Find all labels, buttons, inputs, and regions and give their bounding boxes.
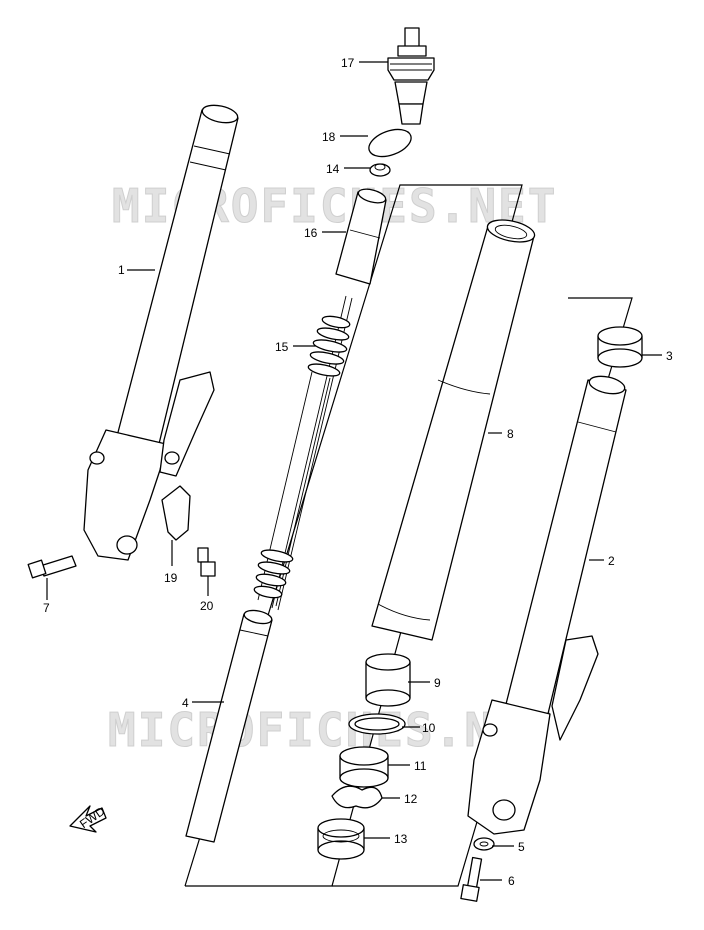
callout-13: 13 bbox=[394, 832, 408, 846]
part-1-left-outer-tube bbox=[83, 104, 239, 561]
callout-19: 19 bbox=[164, 571, 178, 585]
part-14-nut bbox=[369, 163, 391, 177]
part-11-oil-seal bbox=[339, 746, 389, 788]
part-8-outer-tube bbox=[371, 219, 536, 641]
callout-18: 18 bbox=[322, 130, 336, 144]
part-10-washer bbox=[348, 713, 406, 735]
part-13-dust-seal bbox=[317, 818, 365, 860]
callout-14: 14 bbox=[326, 162, 340, 176]
callout-17: 17 bbox=[341, 56, 355, 70]
part-4-inner-tube bbox=[185, 609, 273, 843]
fwd-arrow: FWD bbox=[69, 804, 108, 833]
part-7-bolt bbox=[27, 555, 77, 579]
part-5-washer bbox=[473, 837, 495, 851]
callout-5: 5 bbox=[518, 840, 525, 854]
part-9-bush bbox=[365, 653, 411, 707]
part-17-cap-bolt bbox=[387, 27, 435, 125]
part-18-o-ring bbox=[368, 128, 412, 158]
callout-6: 6 bbox=[508, 874, 515, 888]
fwd-label: FWD bbox=[77, 804, 108, 831]
callout-9: 9 bbox=[434, 676, 441, 690]
part-20-bolt bbox=[197, 547, 216, 577]
part-3-bushing bbox=[597, 326, 643, 368]
callout-3: 3 bbox=[666, 349, 673, 363]
part-6-bolt bbox=[460, 856, 483, 902]
part-19-bracket bbox=[161, 485, 191, 541]
callout-12: 12 bbox=[404, 792, 418, 806]
callout-numbers: 1 2 3 4 5 6 7 8 9 10 11 12 13 14 15 16 1… bbox=[43, 56, 673, 888]
part-2-right-outer-tube bbox=[467, 375, 627, 835]
callout-10: 10 bbox=[422, 721, 436, 735]
part-16-spacer bbox=[335, 188, 387, 285]
part-12-clip bbox=[331, 785, 383, 809]
callout-16: 16 bbox=[304, 226, 318, 240]
callout-7: 7 bbox=[43, 601, 50, 615]
callout-4: 4 bbox=[182, 696, 189, 710]
callout-leaders bbox=[46, 61, 662, 881]
callout-15: 15 bbox=[275, 340, 289, 354]
callout-11: 11 bbox=[414, 759, 427, 773]
part-15-fork-spring bbox=[253, 295, 353, 611]
callout-20: 20 bbox=[200, 599, 214, 613]
callout-2: 2 bbox=[608, 554, 615, 568]
callout-1: 1 bbox=[118, 263, 125, 277]
group-outline-inner-tube bbox=[184, 184, 523, 887]
callout-8: 8 bbox=[507, 427, 514, 441]
